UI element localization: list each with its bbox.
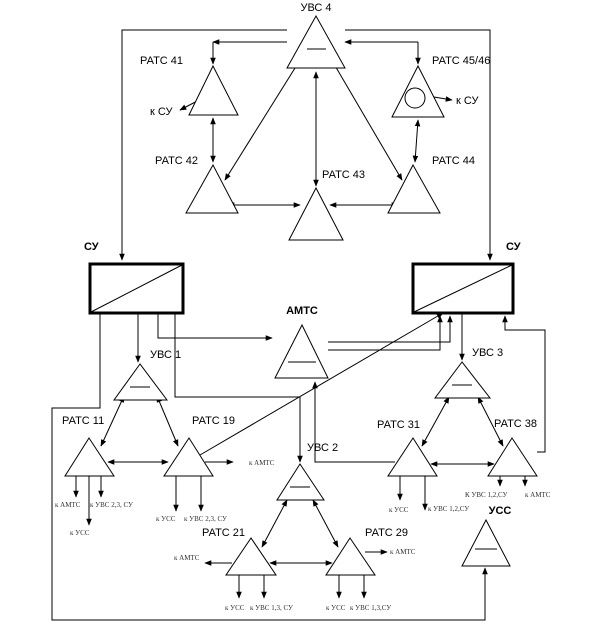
node-rats43: РАТС 43	[288, 169, 365, 241]
node-rats31: РАТС 31 к УСС к УВС 1,2,СУ	[377, 419, 469, 514]
node-rats42: РАТС 42	[155, 155, 239, 214]
label-rats31: РАТС 31	[377, 419, 420, 431]
label-rats11: РАТС 11	[62, 415, 104, 427]
node-amts: АМТС	[274, 305, 329, 379]
node-su-left: СУ	[84, 241, 185, 315]
node-uvs4: УВС 4	[286, 2, 346, 69]
annotation: к УСС	[225, 604, 245, 612]
node-uvs2: УВС 2	[276, 442, 338, 501]
label-uvs4: УВС 4	[300, 2, 331, 14]
label-rats19: РАТС 19	[192, 415, 235, 427]
node-rats19: РАТС 19 к АМТС к УСС к УВС 2,3, СУ	[156, 415, 275, 523]
annotation: к УВС 1,3, СУ	[250, 604, 293, 612]
label-rats38: РАТС 38	[494, 418, 537, 430]
label-su-right: СУ	[506, 241, 521, 253]
annotation: к УСС	[389, 506, 409, 514]
node-rats21: РАТС 21 к АМТС к УСС к УВС 1,3, СУ	[174, 527, 293, 612]
annotation: к УСС	[326, 604, 346, 612]
connections	[51, 29, 546, 621]
node-rats4546: РАТС 45/46 к СУ	[391, 55, 490, 118]
annotation: к УВС 1,2,СУ	[428, 505, 469, 513]
label-rats29: РАТС 29	[365, 527, 408, 539]
label-amts: АМТС	[286, 305, 318, 317]
node-rats44: РАТС 44	[387, 155, 475, 214]
annotation: к УСС	[156, 515, 176, 523]
node-uvs3: УВС 3	[434, 347, 503, 399]
label-uss: УСС	[489, 505, 512, 517]
label-rats4546: РАТС 45/46	[432, 55, 490, 67]
annotation: к УВС 2,3, СУ	[90, 501, 133, 509]
annotation: к АМТС	[55, 501, 81, 509]
label-uvs3: УВС 3	[472, 347, 503, 359]
label-rats44: РАТС 44	[432, 155, 475, 167]
label-uvs2: УВС 2	[307, 442, 338, 454]
annotation: К УВС 1,2,СУ	[465, 491, 508, 499]
annotation: к АМТС	[174, 554, 200, 562]
node-su-right: СУ	[411, 241, 521, 315]
node-rats29: РАТС 29 к АМТС к УСС к УВС 1,3,СУ	[325, 527, 416, 612]
label-rats41: РАТС 41	[140, 55, 183, 67]
annotation: к СУ	[456, 95, 479, 107]
label-su-left: СУ	[84, 241, 99, 253]
node-uss: УСС	[461, 505, 512, 567]
label-rats43: РАТС 43	[322, 169, 365, 181]
label-uvs1: УВС 1	[150, 349, 181, 361]
label-rats21: РАТС 21	[202, 527, 245, 539]
annotation: к УВС 2,3, СУ	[184, 515, 227, 523]
node-rats11: РАТС 11 к АМТС к УВС 2,3, СУ к УСС	[55, 415, 133, 537]
annotation: к АМТС	[249, 459, 275, 467]
node-rats41: РАТС 41 к СУ	[140, 55, 239, 118]
annotation: к УСС	[70, 529, 90, 537]
node-rats38: РАТС 38 К УВС 1,2,СУ к АМТС	[465, 418, 551, 499]
annotation: к АМТС	[525, 491, 551, 499]
annotation: к АМТС	[390, 548, 416, 556]
node-uvs1: УВС 1	[113, 349, 181, 401]
annotation: к УВС 1,3,СУ	[350, 604, 391, 612]
label-rats42: РАТС 42	[155, 155, 198, 167]
annotation: к СУ	[150, 106, 173, 118]
